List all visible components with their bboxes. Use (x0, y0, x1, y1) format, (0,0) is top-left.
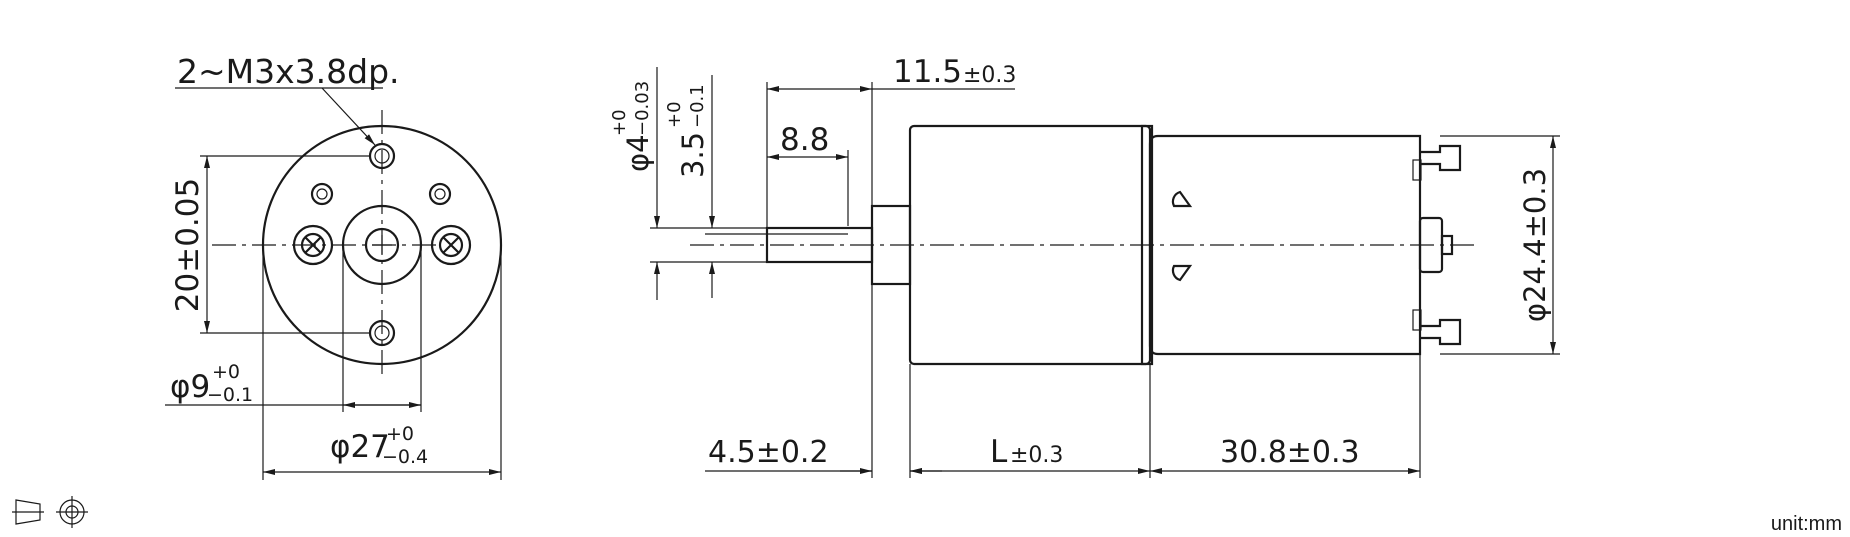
shaft-dia-lower-tol: −0.03 (632, 81, 653, 136)
shaft-outline (364, 227, 400, 263)
boss-dia-text: φ9 (170, 369, 210, 405)
shaft-dia-text: φ4 (621, 134, 655, 172)
screw-left (292, 224, 334, 266)
body-dia-lower-tol: −0.4 (382, 446, 428, 468)
rear-shaft-stub (1440, 234, 1454, 256)
unit-label: unit:mm (1771, 513, 1842, 535)
boss-length-text: 4.5±0.2 (708, 435, 829, 470)
hole-callout-text: 2~M3x3.8dp. (177, 52, 400, 91)
hole-spacing-text: 20±0.05 (170, 178, 206, 312)
vent-mark-top (1171, 190, 1193, 208)
rivet-hole-left (310, 182, 334, 206)
gearbox-length-tol: ±0.3 (1010, 443, 1063, 468)
flat-upper-tol: +0 (664, 101, 685, 128)
rivet-hole-right (428, 182, 452, 206)
terminal-top (1412, 144, 1462, 181)
body-dia-upper-tol: +0 (386, 423, 414, 445)
hole-callout-leader (321, 87, 376, 146)
shaft-dia-upper-tol: +0 (609, 109, 630, 136)
shaft-length-text: 11.5 (893, 54, 962, 90)
shaft-length-tol: ±0.3 (963, 63, 1016, 88)
motor-length-text: 30.8±0.3 (1220, 435, 1360, 470)
motor-dia-text: φ24.4±0.3 (1518, 168, 1552, 322)
side-view: φ4 +0 −0.03 3.5 +0 −0.1 11.5 ±0.3 8.8 4.… (609, 54, 1560, 478)
third-angle-projection-icon (12, 496, 88, 528)
body-dia-text: φ27 (330, 429, 390, 465)
flat-text: 3.5 (676, 132, 710, 178)
gearbox-plate (1140, 124, 1154, 366)
flat-length-text: 8.8 (780, 122, 829, 158)
gearbox-length-text: L (990, 434, 1008, 470)
screw-right (430, 224, 472, 266)
boss-dia-upper-tol: +0 (212, 361, 240, 383)
vent-mark-bottom (1171, 264, 1193, 282)
terminal-bottom (1412, 309, 1462, 346)
boss-dia-lower-tol: −0.1 (207, 384, 253, 406)
flat-lower-tol: −0.1 (687, 84, 708, 128)
front-view: 2~M3x3.8dp. 20±0.05 φ9 +0 −0.1 φ27 +0 −0… (165, 52, 503, 480)
motor-can (1148, 134, 1422, 356)
